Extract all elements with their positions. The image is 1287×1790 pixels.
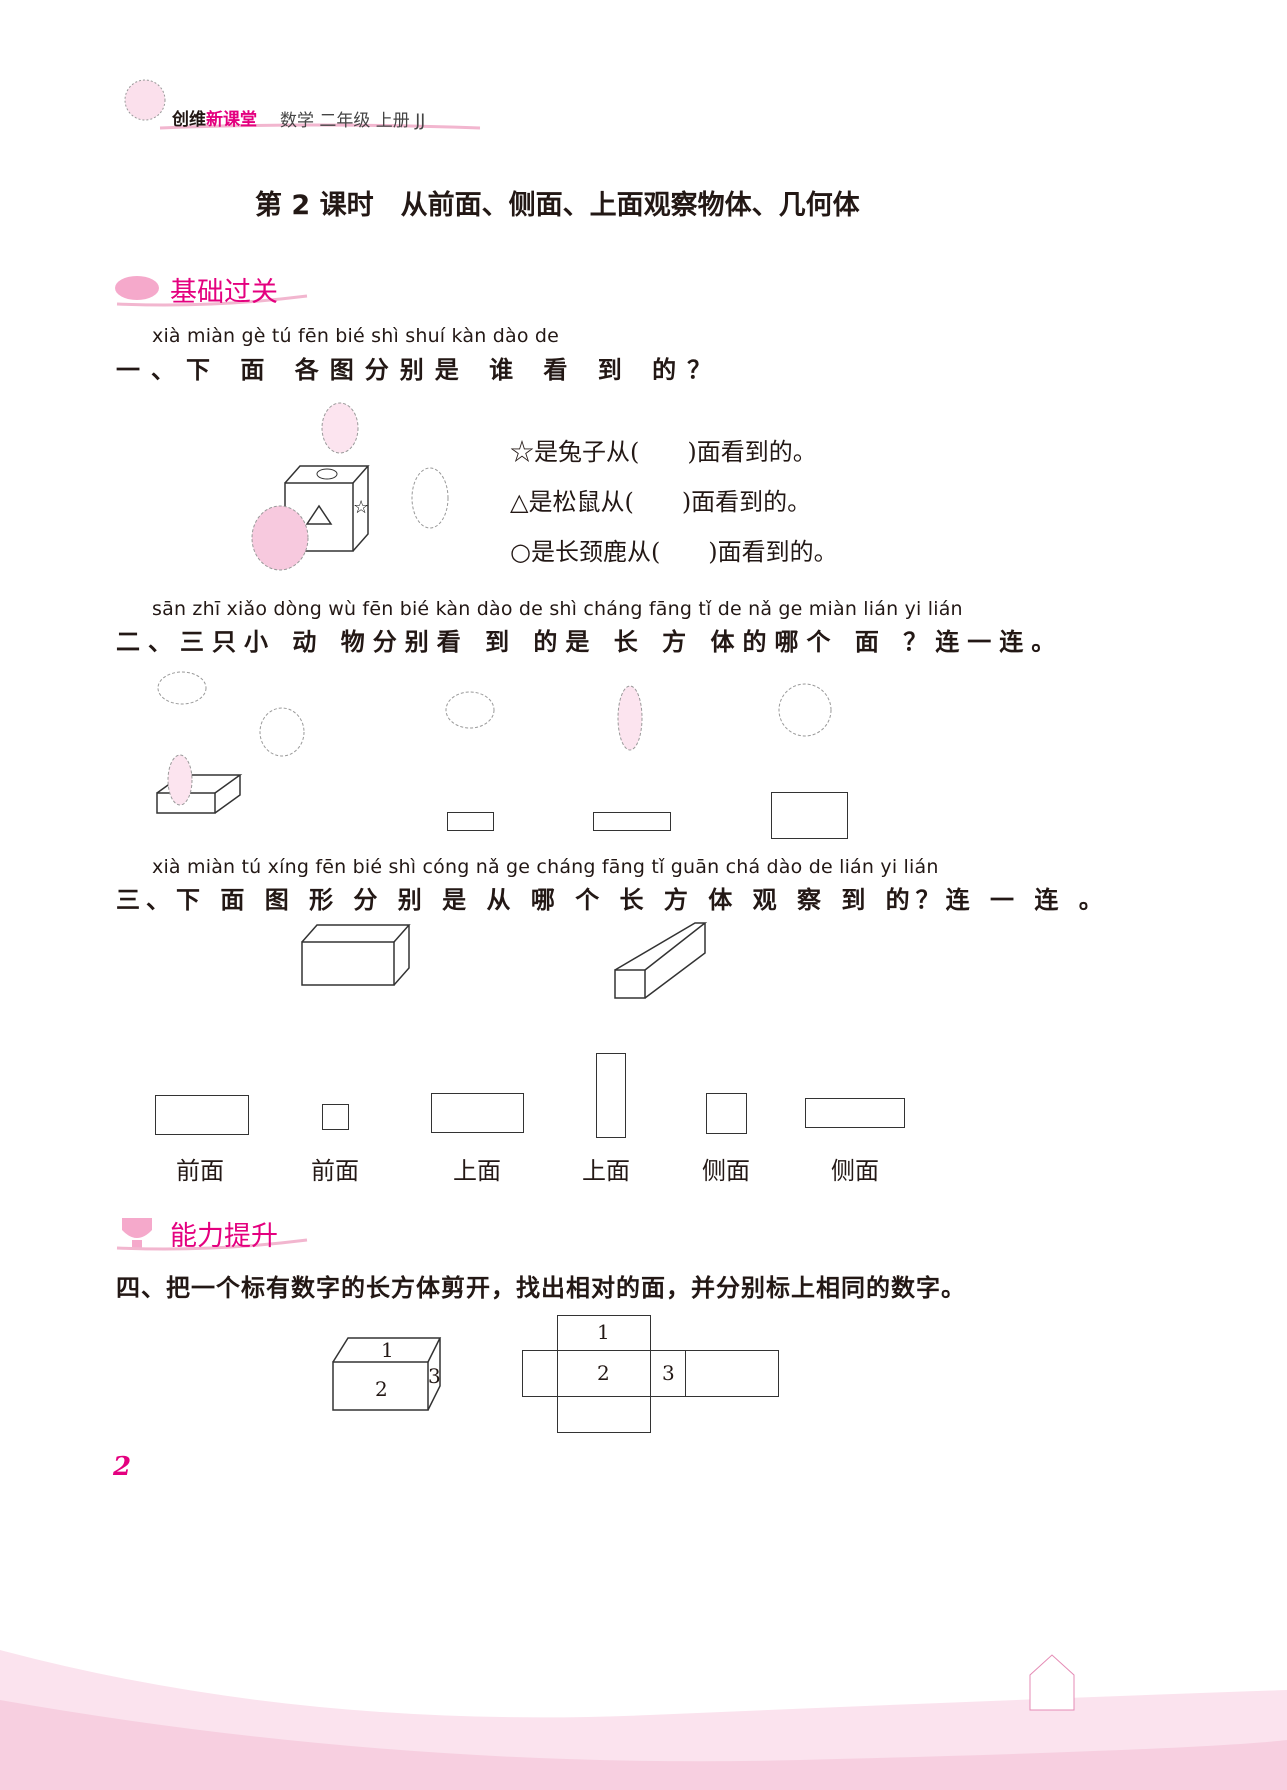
q2-text: 二、三只小 动 物分别看 到 的是 长 方 体的哪个 面 ？连一连。 <box>116 628 1064 656</box>
section-basic: 基础过关 <box>170 277 278 308</box>
cuboid-label-side: 3 <box>428 1364 441 1388</box>
net-left[interactable] <box>522 1350 558 1397</box>
q3-shape-4[interactable] <box>596 1053 626 1138</box>
q3-pinyin: xià miàn tú xíng fēn bié shì cóng nǎ ge … <box>152 856 939 878</box>
brand-a: 创维 <box>172 110 206 130</box>
q3-label-3: 上面 <box>453 1157 501 1185</box>
net-bottom[interactable] <box>557 1396 651 1433</box>
cuboid-label-top: 1 <box>381 1338 394 1362</box>
q2-face-long[interactable] <box>593 812 671 831</box>
footer-wave <box>0 1650 1287 1790</box>
graduation-cap-icon <box>115 276 308 307</box>
q2-face-large[interactable] <box>771 792 848 839</box>
q2-face-small[interactable] <box>447 812 494 831</box>
q3-shape-3[interactable] <box>431 1093 524 1133</box>
section-advanced: 能力提升 <box>170 1221 278 1252</box>
q3-cuboids <box>301 922 708 999</box>
q3-text: 三、下 面 图 形 分 别 是 从 哪 个 长 方 体 观 察 到 的？连 一 … <box>116 886 1109 914</box>
q3-label-1: 前面 <box>176 1157 224 1185</box>
q3-shape-6[interactable] <box>805 1098 905 1128</box>
girl-illustration-icon <box>124 79 166 121</box>
trophy-icon <box>116 1218 308 1251</box>
net-label-2: 2 <box>597 1361 610 1385</box>
q1-text: 一、下 面 各图分别是 谁 看 到 的？ <box>116 356 723 384</box>
page-title: 第 2 课时 从前面、侧面、上面观察物体、几何体 <box>255 190 860 221</box>
page-number: 2 <box>113 1452 132 1482</box>
net-far-right[interactable] <box>685 1350 779 1397</box>
q4-cuboid <box>332 1337 442 1411</box>
q1-pinyin: xià miàn gè tú fēn bié shì shuí kàn dào … <box>152 325 560 347</box>
net-label-1: 1 <box>597 1320 610 1344</box>
castle-icon <box>1029 1654 1075 1711</box>
q1-statement-giraffe: ○是长颈鹿从( )面看到的。 <box>510 538 838 566</box>
q3-shape-2[interactable] <box>322 1104 349 1130</box>
cuboid-label-front: 2 <box>375 1377 388 1401</box>
q1-statement-squirrel: △是松鼠从( )面看到的。 <box>510 488 812 516</box>
q4-text: 四、把一个标有数字的长方体剪开，找出相对的面，并分别标上相同的数字。 <box>116 1274 966 1302</box>
q1-illustration: ☆ <box>251 402 449 571</box>
animal-icons <box>157 671 832 806</box>
brand-logo: 创维新课堂 <box>172 105 257 130</box>
brand-b: 新课堂 <box>206 110 257 130</box>
q3-label-2: 前面 <box>311 1157 359 1185</box>
q3-label-6: 侧面 <box>831 1157 879 1185</box>
svg-text:☆: ☆ <box>353 497 369 518</box>
header-subject: 数学 二年级 上册 JJ <box>280 111 426 131</box>
q3-shape-1[interactable] <box>155 1095 249 1135</box>
q1-statement-rabbit: ☆是兔子从( )面看到的。 <box>510 438 817 466</box>
q3-shape-5[interactable] <box>706 1093 747 1134</box>
net-label-3: 3 <box>662 1361 675 1385</box>
header-decoration <box>124 79 481 130</box>
q3-label-5: 侧面 <box>702 1157 750 1185</box>
q2-pinyin: sān zhī xiǎo dòng wù fēn bié kàn dào de … <box>152 598 963 620</box>
q3-label-4: 上面 <box>582 1157 630 1185</box>
